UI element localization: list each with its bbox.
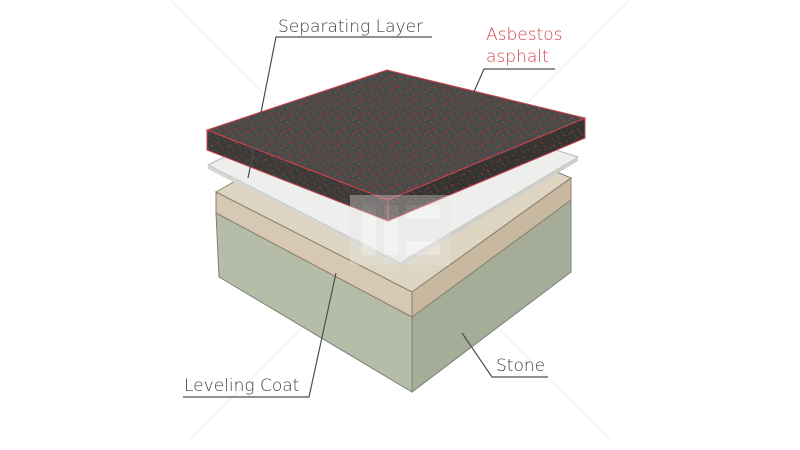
asphalt-top-speckle: [207, 70, 585, 200]
asbestos-label-line2: asphalt: [486, 47, 549, 67]
stone-label: Stone: [496, 356, 545, 376]
leveling-coat-leader: [183, 272, 337, 398]
leveling-coat-label: Leveling Coat: [184, 376, 299, 396]
leveling-right-face: [411, 177, 572, 318]
separating-layer-label: Separating Layer: [278, 17, 423, 37]
asphalt-right-speckle: [388, 118, 585, 221]
asbestos-label-line1: Asbestos: [486, 25, 563, 45]
stone-leader: [461, 332, 548, 378]
leader-lines: [183, 36, 555, 398]
separating-edge: [208, 165, 400, 267]
watermark-logo: [350, 195, 450, 265]
separating-edge-right: [400, 157, 578, 267]
asbestos-asphalt-layer: [205, 69, 587, 222]
separating-layer-leader: [247, 36, 432, 179]
asphalt-left-speckle: [207, 130, 388, 221]
asbestos-asphalt-leader: [465, 68, 555, 111]
